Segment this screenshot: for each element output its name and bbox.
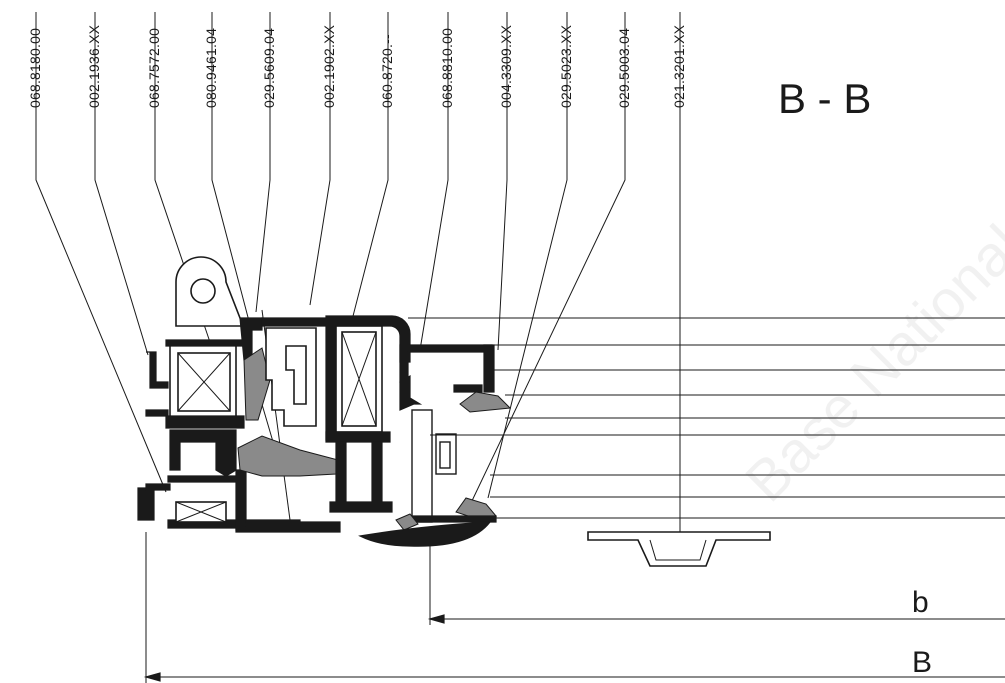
leader-line-6 (309, 12, 331, 306)
leader-line-5 (255, 12, 271, 313)
dimension-B-label: B (912, 646, 932, 679)
leader-lines (35, 12, 681, 540)
dimension-lines (143, 532, 1005, 683)
leader-line-2 (94, 12, 149, 356)
leader-line-4 (211, 12, 251, 326)
part-code-label: 068.7572.00 (146, 28, 162, 108)
part-code-label: 021.3201.XX (671, 24, 687, 108)
part-code-label: 004.3309.XX (498, 24, 514, 108)
leader-line-7 (351, 12, 389, 321)
part-code-label: 068.8810.00 (439, 28, 455, 108)
sash-profile (325, 315, 512, 513)
section-title: B - B (778, 75, 871, 122)
watermark-text: Base Nationale (733, 190, 1005, 514)
part-code-label: 068.8180.00 (27, 28, 43, 108)
glazing-lines (408, 317, 1005, 519)
part-code-label: 029.5023.XX (558, 24, 574, 108)
leader-line-9 (497, 12, 508, 351)
part-code-label: 002.1902.XX (321, 24, 337, 108)
leader-line-10 (487, 12, 568, 499)
hinge-ring (175, 256, 253, 327)
frame-profile (137, 317, 341, 533)
middle-profile (261, 317, 331, 427)
bottom-cover (358, 521, 492, 547)
thermal-break (237, 347, 339, 477)
part-code-label: 060.8720.-- (379, 34, 395, 108)
part-code-label: 029.5609.04 (261, 28, 277, 108)
part-code-label: 029.5003.04 (616, 28, 632, 108)
dimension-b-label: b (912, 586, 929, 619)
part-code-label: 080.9461.04 (203, 28, 219, 108)
glass-unit (395, 409, 497, 531)
leader-line-8 (419, 12, 449, 351)
part-code-label: 002.1936.XX (86, 24, 102, 108)
leader-line-11 (469, 12, 626, 506)
part-code-labels: 068.8180.00 002.1936.XX 068.7572.00 080.946… (27, 24, 687, 108)
leader-line-1 (35, 12, 167, 493)
bottom-track (587, 531, 771, 567)
